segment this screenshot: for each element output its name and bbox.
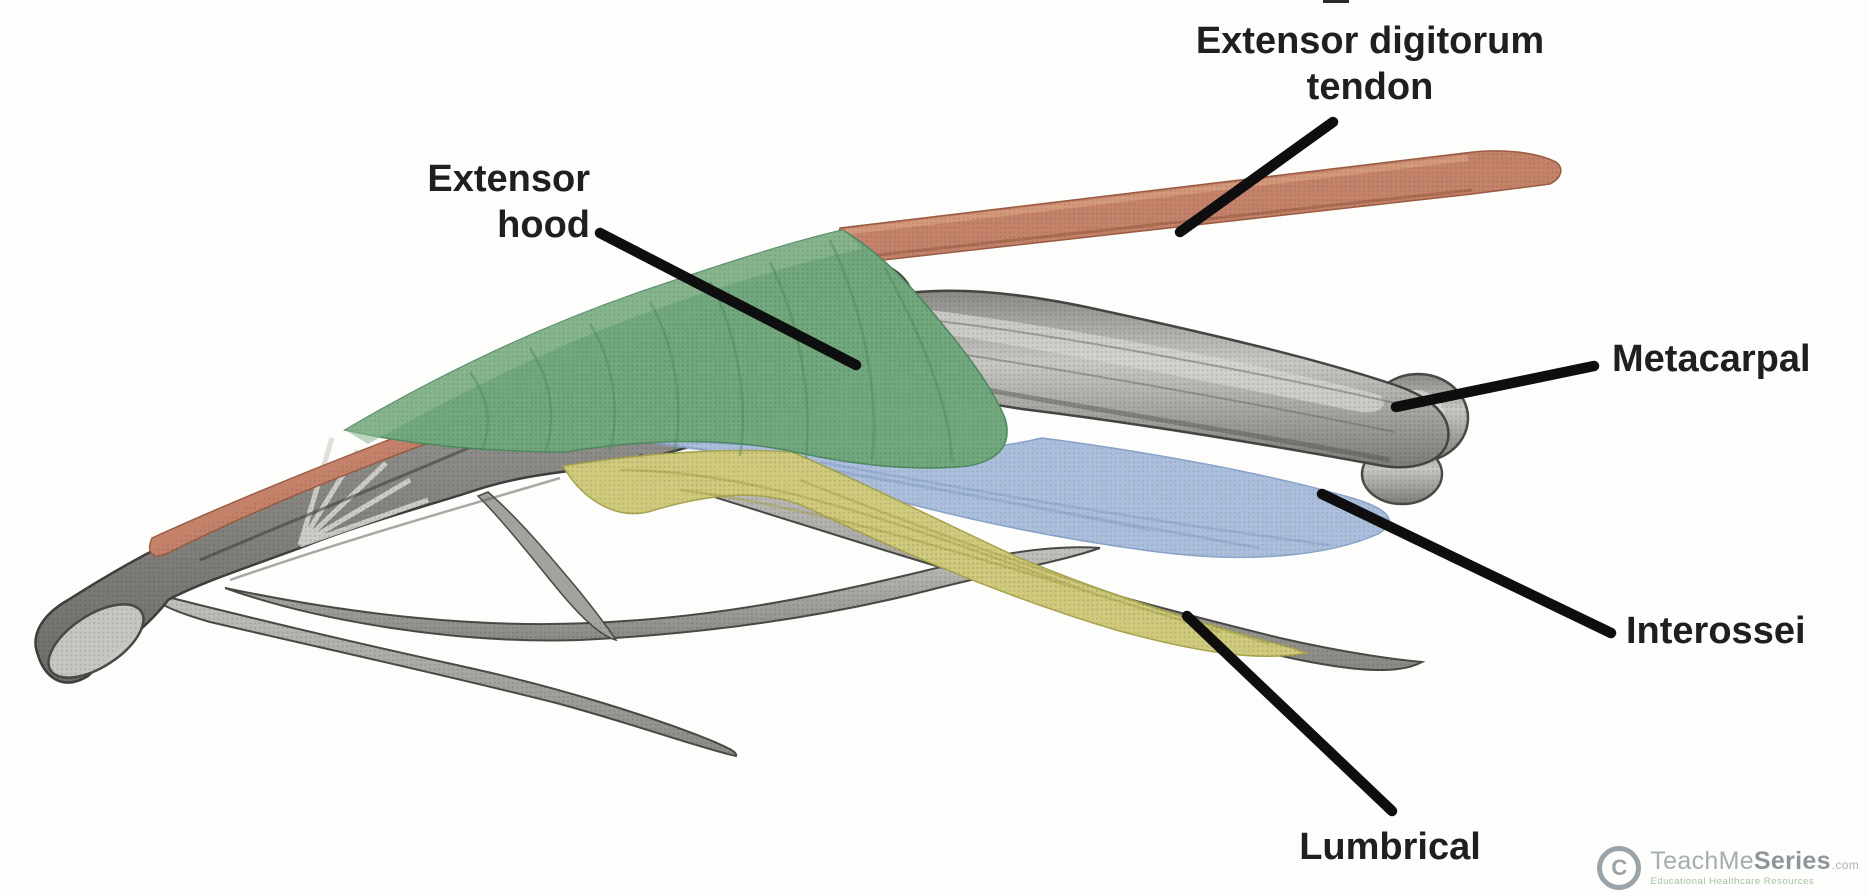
halftone-texture — [35, 150, 1561, 756]
watermark-tagline: Educational Healthcare Resources — [1650, 876, 1815, 887]
label-interossei: Interossei — [1626, 610, 1806, 652]
leader-line-metacarpal — [1390, 360, 1600, 413]
copyright-circle-icon: C — [1597, 846, 1642, 890]
leader-line-interossei — [1316, 488, 1617, 639]
leader-lines-group — [594, 116, 1617, 817]
small-tendon-slip-shape — [477, 491, 617, 641]
watermark-brand-bold: Series — [1753, 847, 1831, 875]
watermark-brand-light: TeachMe — [1650, 847, 1754, 875]
bone-crease-line-2 — [229, 476, 561, 582]
label-extensor-digitorum-tendon: Extensor digitorum tendon — [1195, 20, 1545, 109]
label-metacarpal: Metacarpal — [1612, 338, 1811, 380]
leader-line-lumbrical — [1181, 610, 1398, 817]
crop-artifact-mark — [1323, 0, 1349, 3]
watermark-domain: .com — [1831, 858, 1859, 872]
leader-line-extensor-digitorum-tendon — [1174, 116, 1339, 238]
label-extensor-hood: Extensor hood — [427, 158, 590, 247]
label-lumbrical: Lumbrical — [1299, 826, 1481, 868]
leader-line-extensor-hood — [594, 227, 862, 371]
